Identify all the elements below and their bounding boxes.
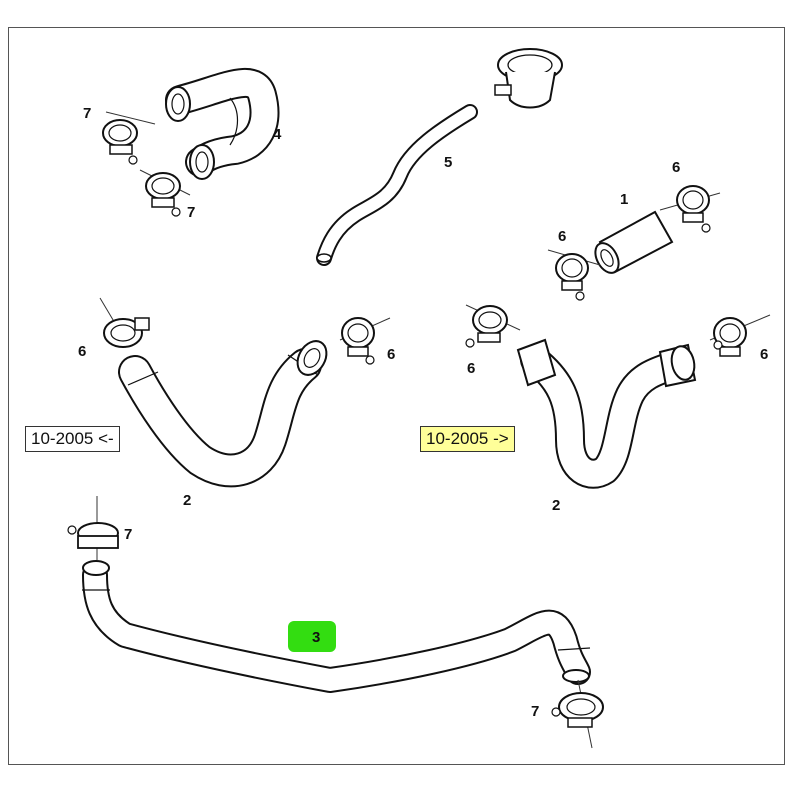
date-label-after[interactable]: 10-2005 -> xyxy=(420,426,515,453)
clamp-part-7-upper[interactable] xyxy=(102,111,156,165)
callout-7-bottom-left: 7 xyxy=(124,526,133,543)
clamp-part-7-bottom-right[interactable] xyxy=(551,679,604,749)
clamp-part-6-right-c[interactable] xyxy=(465,304,521,348)
clamp-part-6-right-mid[interactable] xyxy=(547,249,601,301)
callout-6-right-d: 6 xyxy=(760,346,769,363)
diagram-frame xyxy=(8,27,785,765)
callout-7-top: 7 xyxy=(83,105,92,122)
clamp-part-7-lower[interactable] xyxy=(139,169,191,217)
callout-1: 1 xyxy=(620,191,629,208)
hose-part-1[interactable] xyxy=(591,210,674,277)
date-label-before[interactable]: 10-2005 <- xyxy=(25,426,120,453)
callout-6-left-b: 6 xyxy=(387,346,396,363)
callout-2-left: 2 xyxy=(183,492,192,509)
callout-4: 4 xyxy=(273,126,282,143)
hose-part-4[interactable] xyxy=(165,67,280,180)
clamp-part-6-right-top[interactable] xyxy=(659,185,721,233)
hose-part-3[interactable] xyxy=(82,560,591,693)
callout-6-right-top: 6 xyxy=(672,159,681,176)
hose-part-2-after[interactable] xyxy=(516,338,697,489)
callout-3: 3 xyxy=(312,629,321,646)
callout-7-bottom-right: 7 xyxy=(531,703,540,720)
hose-part-2-before[interactable] xyxy=(118,336,332,488)
hose-part-5[interactable] xyxy=(316,104,478,266)
callout-3-highlight[interactable]: 3 xyxy=(288,621,336,652)
clamp-part-6-left-a[interactable] xyxy=(99,297,150,348)
callout-6-right-mid: 6 xyxy=(558,228,567,245)
clamp-part-7-bottom-left[interactable] xyxy=(67,496,119,560)
callout-5: 5 xyxy=(444,154,453,171)
callout-6-right-c: 6 xyxy=(467,360,476,377)
clamp-part-6-left-b[interactable] xyxy=(339,317,391,365)
callout-6-left-a: 6 xyxy=(78,343,87,360)
callout-7-mid: 7 xyxy=(187,204,196,221)
callout-2-right: 2 xyxy=(552,497,561,514)
clamp-part-6-right-d[interactable] xyxy=(709,314,771,357)
connector-fitting[interactable] xyxy=(494,48,563,109)
